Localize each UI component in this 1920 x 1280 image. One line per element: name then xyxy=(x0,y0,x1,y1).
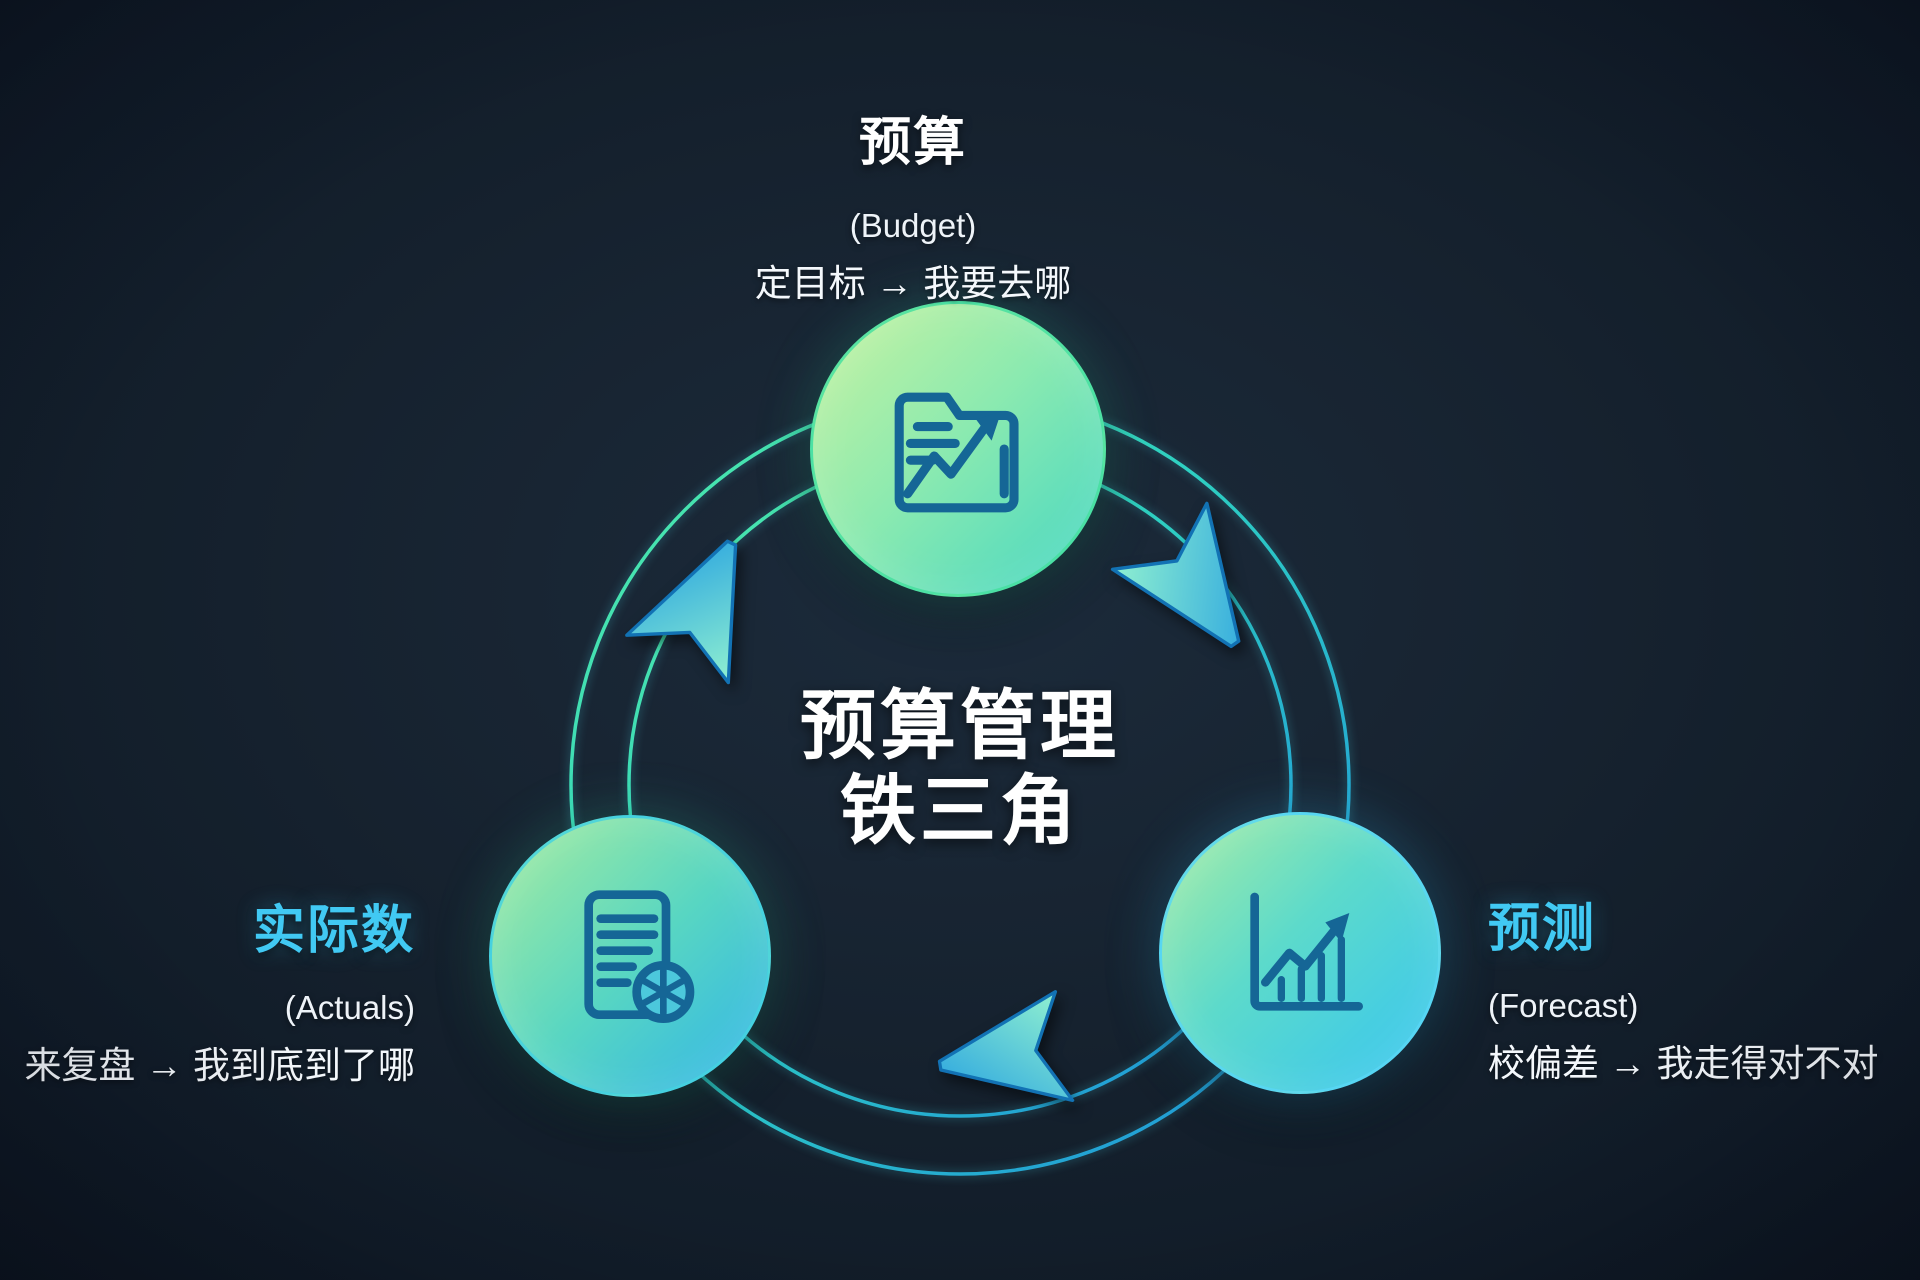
folder-trend-chart-icon xyxy=(894,392,1019,513)
center-title: 预算管理 铁三角 xyxy=(660,684,1260,854)
node-budget-circle xyxy=(810,301,1106,597)
forecast-subtitle: (Forecast) xyxy=(1488,987,1639,1024)
center-title-line1: 预算管理 xyxy=(800,684,1120,769)
actuals-title: 实际数 xyxy=(252,902,415,960)
arrow-forecast-to-actuals-icon xyxy=(937,990,1075,1102)
budget-title: 预算 xyxy=(858,114,967,172)
budget-subtitle: (Budget) xyxy=(849,207,977,244)
center-title-line2: 铁三角 xyxy=(840,769,1080,855)
arrow-actuals-to-budget-icon xyxy=(625,539,738,685)
rising-bar-chart-icon xyxy=(1250,892,1363,1011)
arrow-budget-to-forecast-icon xyxy=(1110,501,1241,649)
node-forecast-circle xyxy=(1159,812,1441,1094)
actuals-desc: 来复盘 → 我到底到了哪 xyxy=(24,1045,415,1086)
forecast-label-block: 预测 (Forecast) 校偏差 → 我走得对不对 xyxy=(1488,886,1920,1087)
report-document-wheel-icon xyxy=(584,890,695,1023)
budget-label-block: 预算 (Budget) 定目标 → 我要去哪 xyxy=(613,100,1213,307)
actuals-label-block: 实际数 (Actuals) 来复盘 → 我到底到了哪 xyxy=(0,888,415,1089)
actuals-subtitle: (Actuals) xyxy=(284,989,415,1026)
forecast-title: 预测 xyxy=(1488,900,1597,958)
node-actuals-circle xyxy=(489,815,771,1097)
forecast-desc: 校偏差 → 我走得对不对 xyxy=(1488,1043,1879,1084)
budget-desc: 定目标 → 我要去哪 xyxy=(754,263,1072,304)
